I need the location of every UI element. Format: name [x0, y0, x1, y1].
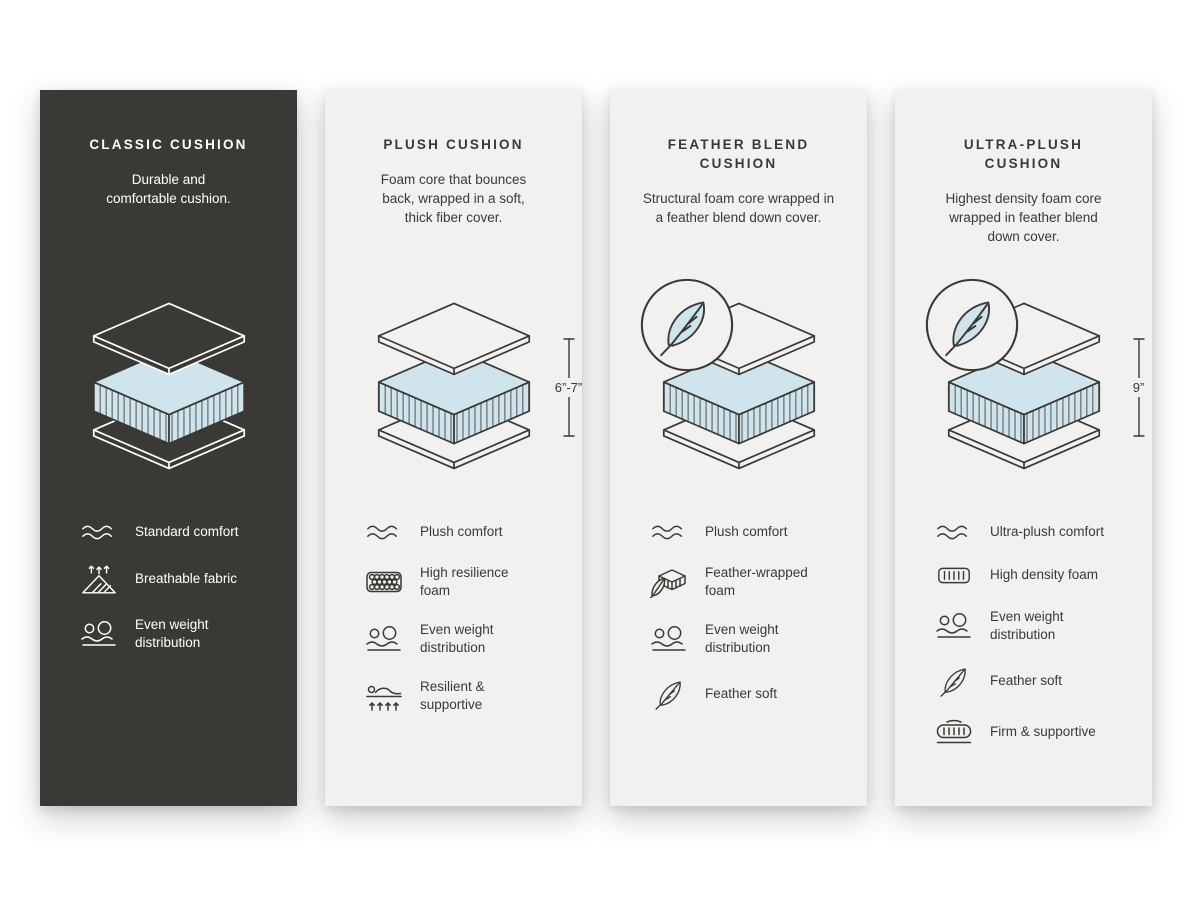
panel-feather-blend-cushion: FEATHER BLEND CUSHION Structural foam co…: [610, 90, 867, 806]
feature-item: Ultra-plush comfort: [931, 522, 1146, 543]
wave-icon: [931, 522, 977, 543]
feature-item: Feather soft: [931, 665, 1146, 697]
resilient-support-icon: [361, 680, 407, 712]
weight-distribution-icon: [361, 625, 407, 653]
panel-title: ULTRA-PLUSH CUSHION: [963, 137, 1084, 171]
foam-bubbles-icon: [361, 569, 407, 595]
feather-icon: [646, 678, 692, 710]
wave-icon: [646, 522, 692, 543]
feature-label: Even weight distribution: [990, 609, 1064, 643]
feature-label: Breathable fabric: [135, 571, 238, 587]
feather-icon: [931, 665, 977, 697]
wave-icon: [76, 522, 122, 543]
feature-label: Ultra-plush comfort: [990, 524, 1105, 540]
cushion-layers-illustration: 9”: [934, 300, 1144, 472]
dimension-line-top: [562, 338, 576, 378]
feature-label: Feather-wrapped foam: [705, 565, 808, 599]
cushion-comparison-infographic: CLASSIC CUSHION Durable and comfortable …: [40, 90, 1152, 806]
wave-icon: [361, 522, 407, 543]
feature-item: High density foam: [931, 564, 1146, 587]
feather-badge-icon: [924, 277, 1020, 373]
feature-label: Firm & supportive: [990, 724, 1096, 740]
feature-list: Standard comfort Breathable fabric Even …: [76, 522, 291, 652]
feature-item: Plush comfort: [361, 522, 576, 543]
feature-item: Even weight distribution: [76, 616, 291, 652]
panel-title: FEATHER BLEND CUSHION: [667, 137, 810, 171]
feature-label: High resilience foam: [420, 565, 509, 599]
feather-badge-icon: [639, 277, 735, 373]
cushion-layers-illustration: 6”-7”: [364, 300, 582, 472]
feature-list: Ultra-plush comfort High density foam Ev…: [931, 522, 1146, 746]
layered-cushion-diagram: [364, 300, 544, 471]
firm-support-icon: [931, 718, 977, 746]
dimension-line-top: [1132, 338, 1146, 378]
cushion-layers-illustration: [649, 300, 829, 472]
layered-cushion-diagram: [79, 300, 259, 471]
feature-label: Standard comfort: [135, 524, 239, 540]
feature-item: Even weight distribution: [361, 621, 576, 657]
feature-item: Breathable fabric: [76, 564, 291, 595]
feature-label: High density foam: [990, 567, 1099, 583]
feature-item: Standard comfort: [76, 522, 291, 543]
feature-list: Plush comfort Feather-wrapped foam Even …: [646, 522, 861, 710]
feature-label: Even weight distribution: [705, 622, 779, 656]
panel-classic-cushion: CLASSIC CUSHION Durable and comfortable …: [40, 90, 297, 806]
feature-item: Feather-wrapped foam: [646, 564, 861, 600]
feature-item: Plush comfort: [646, 522, 861, 543]
weight-distribution-icon: [931, 612, 977, 640]
feature-item: Even weight distribution: [646, 621, 861, 657]
weight-distribution-icon: [646, 625, 692, 653]
panel-description: Structural foam core wrapped in a feathe…: [642, 190, 835, 225]
panel-plush-cushion: PLUSH CUSHION Foam core that bounces bac…: [325, 90, 582, 806]
feature-label: Even weight distribution: [135, 617, 209, 651]
panel-title: PLUSH CUSHION: [383, 137, 524, 152]
feature-label: Even weight distribution: [420, 622, 494, 656]
feature-label: Resilient & supportive: [420, 679, 485, 713]
density-foam-icon: [931, 564, 977, 587]
weight-distribution-icon: [76, 620, 122, 648]
breathable-fabric-icon: [76, 564, 122, 595]
feature-label: Feather soft: [705, 686, 778, 702]
height-dimension: 9”: [1121, 338, 1157, 437]
panel-description: Highest density foam core wrapped in fea…: [945, 190, 1102, 245]
feature-item: Even weight distribution: [931, 608, 1146, 644]
feature-item: Feather soft: [646, 678, 861, 710]
height-dimension: 6”-7”: [551, 338, 587, 437]
panel-description: Durable and comfortable cushion.: [106, 171, 231, 207]
height-dimension-label: 9”: [1132, 380, 1145, 395]
cushion-layers-illustration: [79, 300, 259, 472]
dimension-line-bottom: [1132, 397, 1146, 437]
height-dimension-label: 6”-7”: [554, 380, 583, 395]
panel-description: Foam core that bounces back, wrapped in …: [380, 171, 527, 226]
feature-label: Feather soft: [990, 673, 1063, 689]
feature-label: Plush comfort: [420, 524, 503, 540]
feature-list: Plush comfort High resilience foam Even …: [361, 522, 576, 714]
feature-item: Firm & supportive: [931, 718, 1146, 746]
feature-item: High resilience foam: [361, 564, 576, 600]
panel-ultra-plush-cushion: ULTRA-PLUSH CUSHION Highest density foam…: [895, 90, 1152, 806]
panel-title: CLASSIC CUSHION: [89, 137, 248, 152]
feature-item: Resilient & supportive: [361, 678, 576, 714]
feather-foam-icon: [646, 566, 692, 598]
feature-label: Plush comfort: [705, 524, 788, 540]
dimension-line-bottom: [562, 397, 576, 437]
